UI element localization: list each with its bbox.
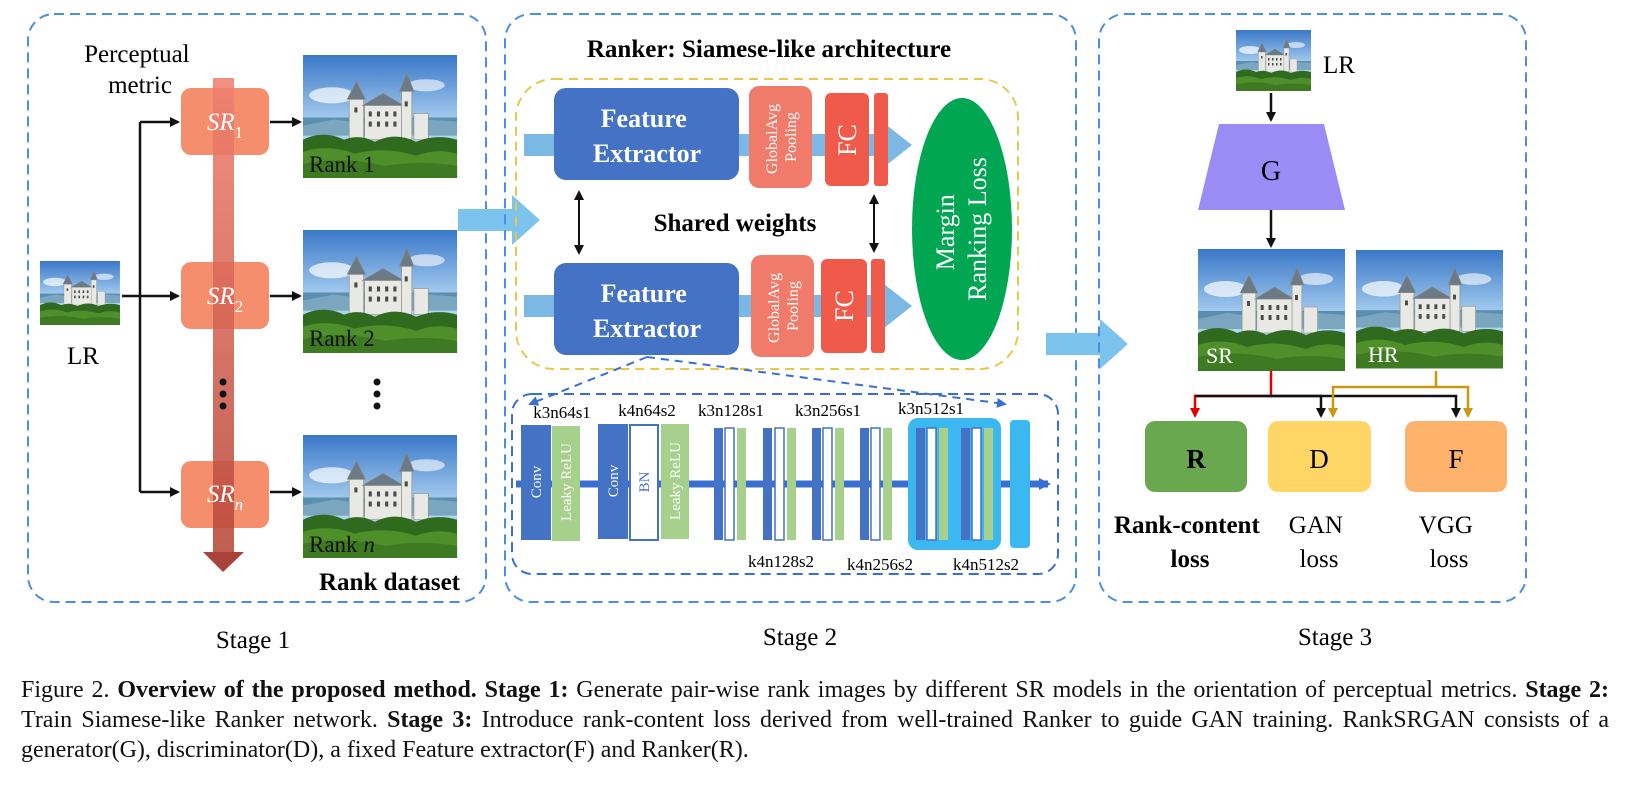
loss-connection-lines [1190,371,1473,418]
stage1-panel [27,13,487,603]
layer-label-k4n128s2: k4n128s2 [748,552,814,571]
vgg-loss-label: VGG loss [1419,512,1479,573]
rank1-label: Rank 1 [309,152,375,177]
rank-content-loss-label: Rank-content loss [1114,512,1266,573]
margin-ranking-loss [912,98,1012,360]
stage3-label: Stage 3 [1298,624,1372,651]
srn-label: SRn [207,481,243,514]
stage1-label: Stage 1 [216,627,290,654]
fc-bottom-thin [871,259,885,353]
feature-extractor-top [554,88,739,180]
caption-stage2-text: Train Siamese-like Ranker network. [21,707,378,733]
stage2-to-stage3-arrow [1046,319,1128,369]
ranker-r-label: R [1186,444,1206,474]
margin-ranking-loss-label: Margin Ranking Loss [931,157,992,301]
layer-label-k4n512s2: k4n512s2 [953,555,1019,574]
block-k256 [812,427,844,541]
perceptual-metric-label: Perceptual metric [84,41,196,99]
block-k512 [916,427,948,541]
caption-stage3-label: Stage 3: [387,707,473,733]
layer-label-k3n512s1: k3n512s1 [898,399,964,418]
block-k256s2 [860,427,892,541]
generator-label: G [1261,156,1281,187]
feature-extractor-bottom-label: Feature Extractor [593,279,701,343]
leaky-relu-label-1: Leaky ReLU [559,443,575,521]
conv-label-1: Conv [529,465,545,498]
stage3-lr-image [1235,29,1312,92]
gan-loss-label: GAN loss [1289,512,1349,573]
rank2-label: Rank 2 [309,326,375,351]
stage2-label: Stage 2 [763,624,837,651]
ranker-title: Ranker: Siamese-like architecture [587,36,951,63]
pooling-bottom [751,255,814,357]
vertical-ellipsis [219,378,381,410]
lr-image [39,260,121,326]
sr-to-rank-arrows [270,117,302,497]
feature-extractor-top-label: Feature Extractor [593,104,701,168]
hr-label: HR [1368,342,1399,367]
caption-title: Overview of the proposed method. [117,677,477,703]
ranker-r-box [1145,421,1247,492]
layer-label-k3n64s1: k3n64s1 [533,403,591,422]
pooling-bottom-label: GlobalAvg Pooling [766,269,802,343]
discriminator-d-label: D [1309,444,1329,474]
zoom-dashed-lines [528,356,1007,408]
stage1-to-stage2-arrow [458,195,540,245]
fc-bottom-label: FC [830,290,859,322]
ranker-siamese-box [515,78,1019,370]
discriminator-d-box [1268,421,1371,492]
layer-label-k4n64s2: k4n64s2 [618,401,676,420]
stage3-lr-label: LR [1323,52,1355,79]
vgg-f-box [1405,421,1507,492]
leaky-relu-label-2: Leaky ReLU [668,442,684,520]
rank-dataset-label: Rank dataset [319,569,461,596]
figure-caption: Figure 2. Overview of the proposed metho… [21,675,1609,765]
perceptual-metric-arrow [203,78,244,572]
layer-label-k3n256s1: k3n256s1 [795,401,861,420]
caption-figure-number: Figure 2. [21,677,110,703]
lr-label: LR [67,343,99,370]
leaky-relu-2 [661,424,689,539]
block-k128 [714,427,746,541]
block-k512s2 [961,427,993,541]
shared-weights-arrows [574,190,879,255]
leaky-relu-1 [552,426,580,541]
sr2-label: SR2 [207,283,243,316]
fc-top [825,93,869,186]
rankn-label: Rank n [309,532,375,557]
pooling-top [749,86,812,188]
sr1-label: SR1 [207,109,243,142]
pooling-top-label: GlobalAvg Pooling [764,100,800,174]
feature-extractor-bottom [554,263,739,355]
caption-stage1-label: Stage 1: [484,677,569,703]
sr-output-label: SR [1206,343,1233,368]
layer-label-k4n256s2: k4n256s2 [847,555,913,574]
conv-layer-2 [598,424,628,539]
fc-top-thin [874,93,888,186]
bn-label-2: BN [637,471,653,492]
caption-stage3-text: Introduce rank-content loss derived from… [21,707,1610,763]
generator-trapezoid [1198,124,1345,210]
conv-label-2: Conv [606,464,622,497]
conv-layer-1 [521,425,551,540]
bn-layer-2 [629,424,659,541]
caption-stage1-text: Generate pair-wise rank images by differ… [576,677,1518,703]
lr-branch-arrows [122,117,180,497]
fc-bottom [821,259,867,353]
stage2-panel [504,13,1077,603]
block-k128s2 [763,427,796,541]
block-output [1010,420,1030,548]
layer-label-k3n128s1: k3n128s1 [698,401,764,420]
caption-stage2-label: Stage 2: [1525,677,1610,703]
vgg-f-label: F [1448,444,1463,474]
feature-extractor-detail-box [511,393,1059,575]
fc-top-label: FC [833,124,862,156]
shared-weights-label: Shared weights [654,210,817,237]
method-overview-figure: Perceptual metric LR SR1 SR2 SRn Rank 1 [27,13,1527,654]
